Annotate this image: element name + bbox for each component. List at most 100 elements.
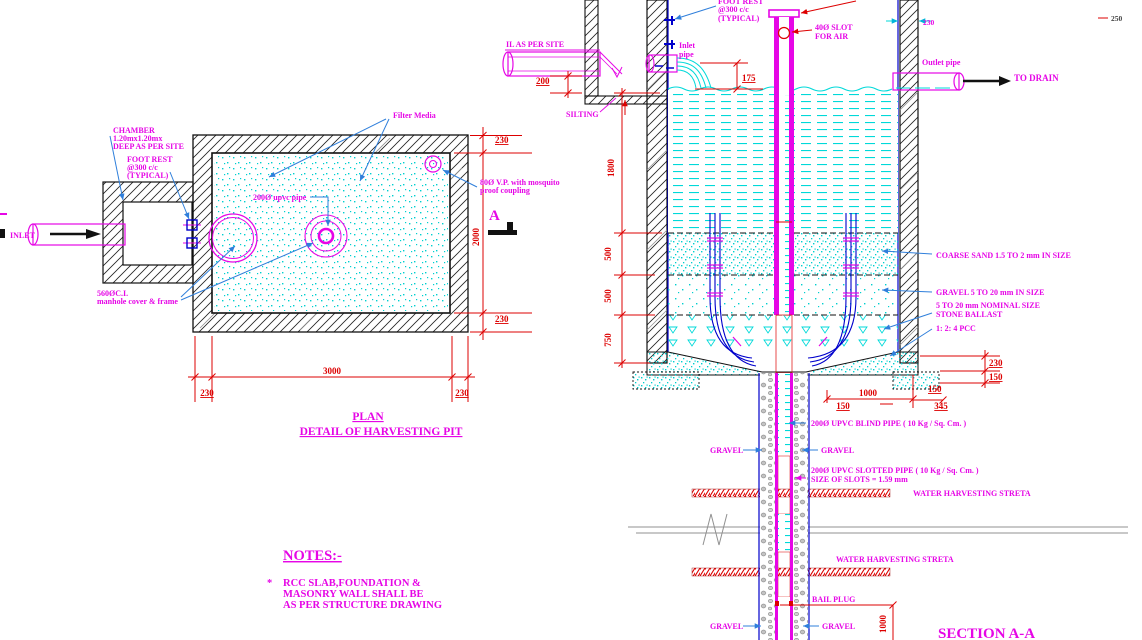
label-ballast-2: STONE BALLAST <box>936 310 1003 319</box>
label-to-drain: TO DRAIN <box>1014 73 1059 83</box>
dim-plan-wall-left: 230 <box>200 388 214 398</box>
dim-ballast-layer: 750 <box>603 333 613 347</box>
label-sec-foot-rest-2: @300 c/c <box>718 5 749 14</box>
notes-heading: NOTES:- <box>283 548 342 564</box>
plan-foot-rest-upper <box>186 219 198 231</box>
plan-view <box>0 118 532 402</box>
notes-bullet: * <box>267 578 272 589</box>
section-drain-flow-arrow <box>999 76 1011 86</box>
label-manhole-1: 560ØC.I. <box>97 289 128 298</box>
dim-footing-c: 150 <box>836 401 850 411</box>
dim-slab: 230 <box>989 358 1003 368</box>
plan-foot-rest-lower <box>186 237 198 249</box>
label-bail-plug: BAIL PLUG <box>812 595 855 604</box>
plan-title: PLAN <box>352 411 384 423</box>
plan-upvc-pipe-ring <box>304 214 348 258</box>
dim-footing-a: 150 <box>989 372 1003 382</box>
plan-subtitle: DETAIL OF HARVESTING PIT <box>300 426 463 438</box>
section-labels: IL AS PER SITE 200 SILTING Inlet pipe FO… <box>506 0 1123 640</box>
notes-line-2: MASONRY WALL SHALL BE <box>283 589 424 600</box>
notes-block: NOTES:- * RCC SLAB,FOUNDATION & MASONRY … <box>267 548 442 611</box>
section-blind-segment-mid <box>778 514 790 552</box>
label-inlet-pipe-2: pipe <box>679 50 694 59</box>
dim-plan-wall-right: 230 <box>455 388 469 398</box>
dim-wall-thickness: 230 <box>923 18 935 27</box>
section-left-footing <box>632 371 700 390</box>
label-filter-media: Filter Media <box>393 111 436 120</box>
section-stone-ballast-layer <box>668 315 898 352</box>
label-gravel-bot-left: GRAVEL <box>710 622 743 631</box>
label-foot-rest-1: FOOT REST <box>127 155 173 164</box>
section-wall-gray-hatch <box>646 69 919 346</box>
section-pcc-base <box>646 351 919 376</box>
dim-plan-wall-bottom: 230 <box>495 314 509 324</box>
section-inlet-pipe <box>648 54 678 73</box>
label-vp-coupling-1: 80Ø V.P. with mosquito <box>480 178 560 187</box>
plan-chamber-interior <box>122 201 193 266</box>
dim-plan-width: 3000 <box>323 366 342 376</box>
label-vp-coupling-2: proof coupling <box>480 186 530 195</box>
label-chamber-3: DEEP AS PER SITE <box>113 142 184 151</box>
plan-leader-lines <box>109 118 478 301</box>
label-silting: SILTING <box>566 110 599 119</box>
label-sec-foot-rest-1: FOOT REST <box>718 0 764 6</box>
section-outlet-pipe <box>892 72 960 91</box>
section-view <box>502 0 1128 640</box>
section-layer-boundaries <box>668 232 898 316</box>
dim-footing-b: 150 <box>928 384 942 394</box>
section-riser-wall-left <box>774 17 779 315</box>
dim-offset: 1000 <box>859 388 878 398</box>
label-streta-lower: WATER HARVESTING STRETA <box>836 555 954 564</box>
label-il: IL AS PER SITE <box>506 40 564 49</box>
label-streta-upper: WATER HARVESTING STRETA <box>913 489 1031 498</box>
dim-sand-layer: 500 <box>603 247 613 261</box>
label-ballast-1: 5 TO 20 mm NOMINAL SIZE <box>936 301 1040 310</box>
label-inlet-pipe-1: Inlet <box>679 41 695 50</box>
notes-line-3: AS PER STRUCTURE DRAWING <box>283 600 442 611</box>
section-dimensions <box>550 0 1108 640</box>
plan-manhole-cover <box>208 213 258 263</box>
section-foot-rests <box>664 16 675 49</box>
section-air-slot-hole <box>777 26 791 40</box>
label-air-slot-2: FOR AIR <box>815 32 848 41</box>
section-pipe-tie-marks <box>707 237 859 347</box>
section-title: SECTION A-A <box>938 626 1035 640</box>
label-air-slot-1: 40Ø SLOT <box>815 23 853 32</box>
plan-vent-pipe <box>424 155 442 173</box>
dim-bail-depth: 1000 <box>878 615 888 634</box>
dim-plan-wall-top: 230 <box>495 135 509 145</box>
label-gravel-mid-right: GRAVEL <box>821 446 854 455</box>
label-blind-pipe: 200Ø UPVC BLIND PIPE ( 10 Kg / Sq. Cm. ) <box>811 419 966 428</box>
label-inlet: INLET <box>10 231 36 240</box>
dim-water-depth: 1800 <box>606 159 616 178</box>
section-bail-plug-segment <box>778 597 790 640</box>
plan-section-cut-symbol <box>488 230 517 235</box>
section-bore-gravel-right <box>793 373 808 640</box>
label-gravel-layer: GRAVEL 5 TO 20 mm IN SIZE <box>936 288 1044 297</box>
label-foot-rest-2: @300 c/c <box>127 163 158 172</box>
label-slotted-pipe-2: SIZE OF SLOTS = 1.59 mm <box>811 475 908 484</box>
section-riser-wall-right <box>789 17 794 315</box>
label-gravel-mid-left: GRAVEL <box>710 446 743 455</box>
label-upvc-pipe: 200Ø upvc pipe <box>253 193 307 202</box>
section-u-pipe-bundles <box>709 213 857 367</box>
label-gravel-bot-right: GRAVEL <box>822 622 855 631</box>
section-silting-wall <box>584 0 599 97</box>
section-right-footing <box>892 371 940 390</box>
label-coarse-sand: COARSE SAND 1.5 TO 2 mm IN SIZE <box>936 251 1071 260</box>
label-pcc: 1: 2: 4 PCC <box>936 324 976 333</box>
section-break-lines <box>628 513 1128 546</box>
dim-il-depth: 200 <box>536 76 550 86</box>
notes-line-1: RCC SLAB,FOUNDATION & <box>283 578 421 589</box>
label-section-letter: A <box>489 208 500 224</box>
label-manhole-2: manhole cover & frame <box>97 297 178 306</box>
section-leader-lines <box>674 5 933 629</box>
section-riser-flange <box>768 9 800 18</box>
label-foot-rest-3: (TYPICAL) <box>127 171 169 180</box>
plan-inlet-flow-arrow <box>86 229 101 239</box>
label-chamber-1: CHAMBER <box>113 126 155 135</box>
dim-gravel-layer: 500 <box>603 289 613 303</box>
section-blind-pipe-segment <box>778 373 790 456</box>
plan-dimensions <box>188 127 532 402</box>
